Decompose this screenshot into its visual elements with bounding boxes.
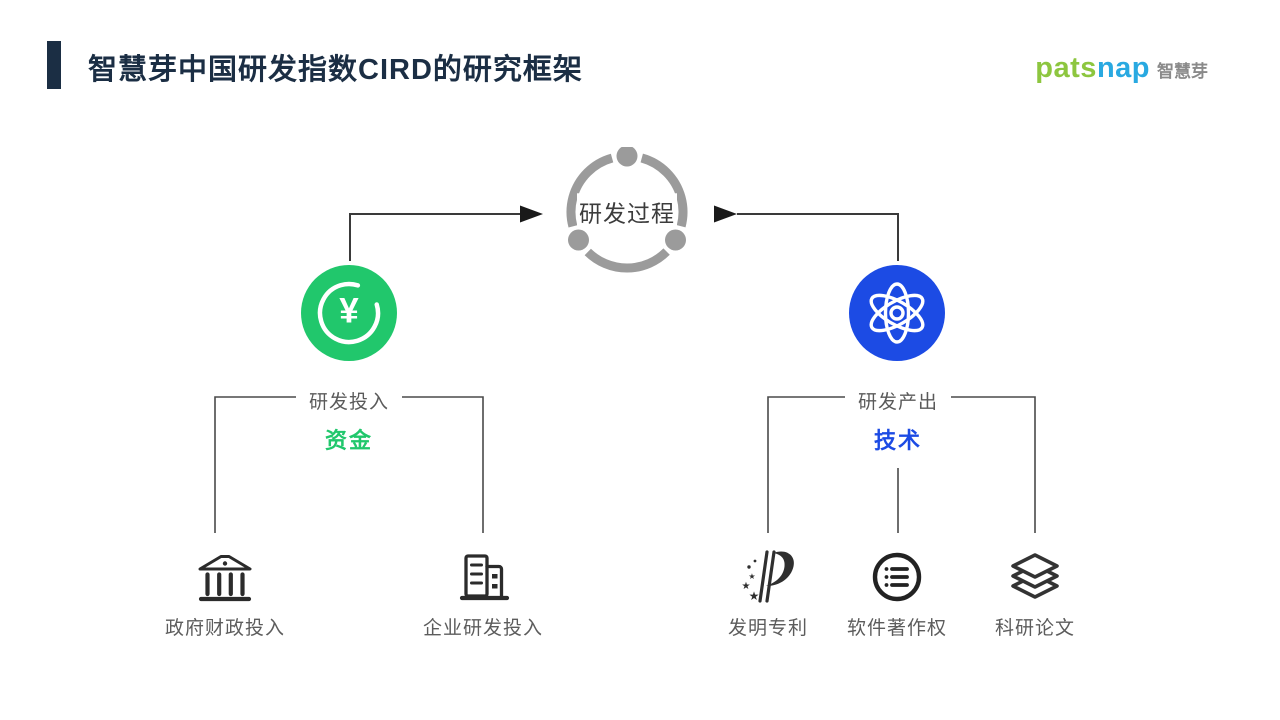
leaf-software-copyright: 软件著作权 [822, 543, 972, 640]
patsnap-logo: patsnap 智慧芽 [1035, 52, 1208, 85]
leaf-enterprise-investment: 企业研发投入 [408, 543, 558, 640]
svg-text:★: ★ [748, 572, 755, 581]
input-node: ¥ [301, 265, 397, 361]
atom-icon [869, 282, 925, 344]
yuan-coin-icon [317, 281, 381, 345]
input-keyword: 资金 [324, 428, 373, 453]
leaf-label: 企业研发投入 [422, 618, 543, 639]
title-accent-bar [47, 41, 61, 89]
leaf-label: 发明专利 [727, 618, 808, 639]
page-title: 智慧芽中国研发指数CIRD的研究框架 [88, 54, 583, 86]
logo-wordmark-green: pats [1035, 52, 1097, 84]
output-node [849, 265, 945, 361]
office-buildings-icon [408, 543, 558, 605]
leaf-research-papers: 科研论文 [960, 543, 1110, 640]
leaf-government-investment: 政府财政投入 [150, 543, 300, 640]
process-to-output-arrow [737, 213, 899, 261]
output-bracket [767, 396, 1036, 533]
patent-p-icon: ★ ★ ★ [693, 543, 843, 605]
leaf-label: 软件著作权 [846, 618, 947, 639]
stacked-layers-icon [960, 543, 1110, 605]
arrowhead-right-icon [520, 205, 543, 223]
government-bank-icon [150, 543, 300, 605]
logo-cjk-text: 智慧芽 [1157, 62, 1208, 81]
arrowhead-right-icon [714, 205, 737, 223]
output-keyword: 技术 [873, 428, 922, 453]
output-group-label: 研发产出 [857, 392, 938, 413]
process-node: 研发过程 [562, 145, 692, 277]
list-circle-icon [822, 543, 972, 605]
logo-wordmark: patsnap [1035, 52, 1150, 85]
process-label: 研发过程 [577, 193, 677, 230]
input-to-process-arrow [349, 213, 520, 261]
svg-text:★: ★ [742, 581, 751, 592]
segmented-circle-icon [566, 145, 688, 273]
input-bracket [214, 396, 484, 533]
leaf-label: 政府财政投入 [164, 618, 285, 639]
input-group-label: 研发投入 [308, 392, 389, 413]
yuan-symbol: ¥ [339, 291, 359, 331]
leaf-invention-patent: ★ ★ ★ 发明专利 [693, 543, 843, 640]
logo-wordmark-blue: nap [1096, 52, 1150, 84]
leaf-label: 科研论文 [994, 618, 1075, 639]
svg-text:★: ★ [749, 589, 760, 603]
